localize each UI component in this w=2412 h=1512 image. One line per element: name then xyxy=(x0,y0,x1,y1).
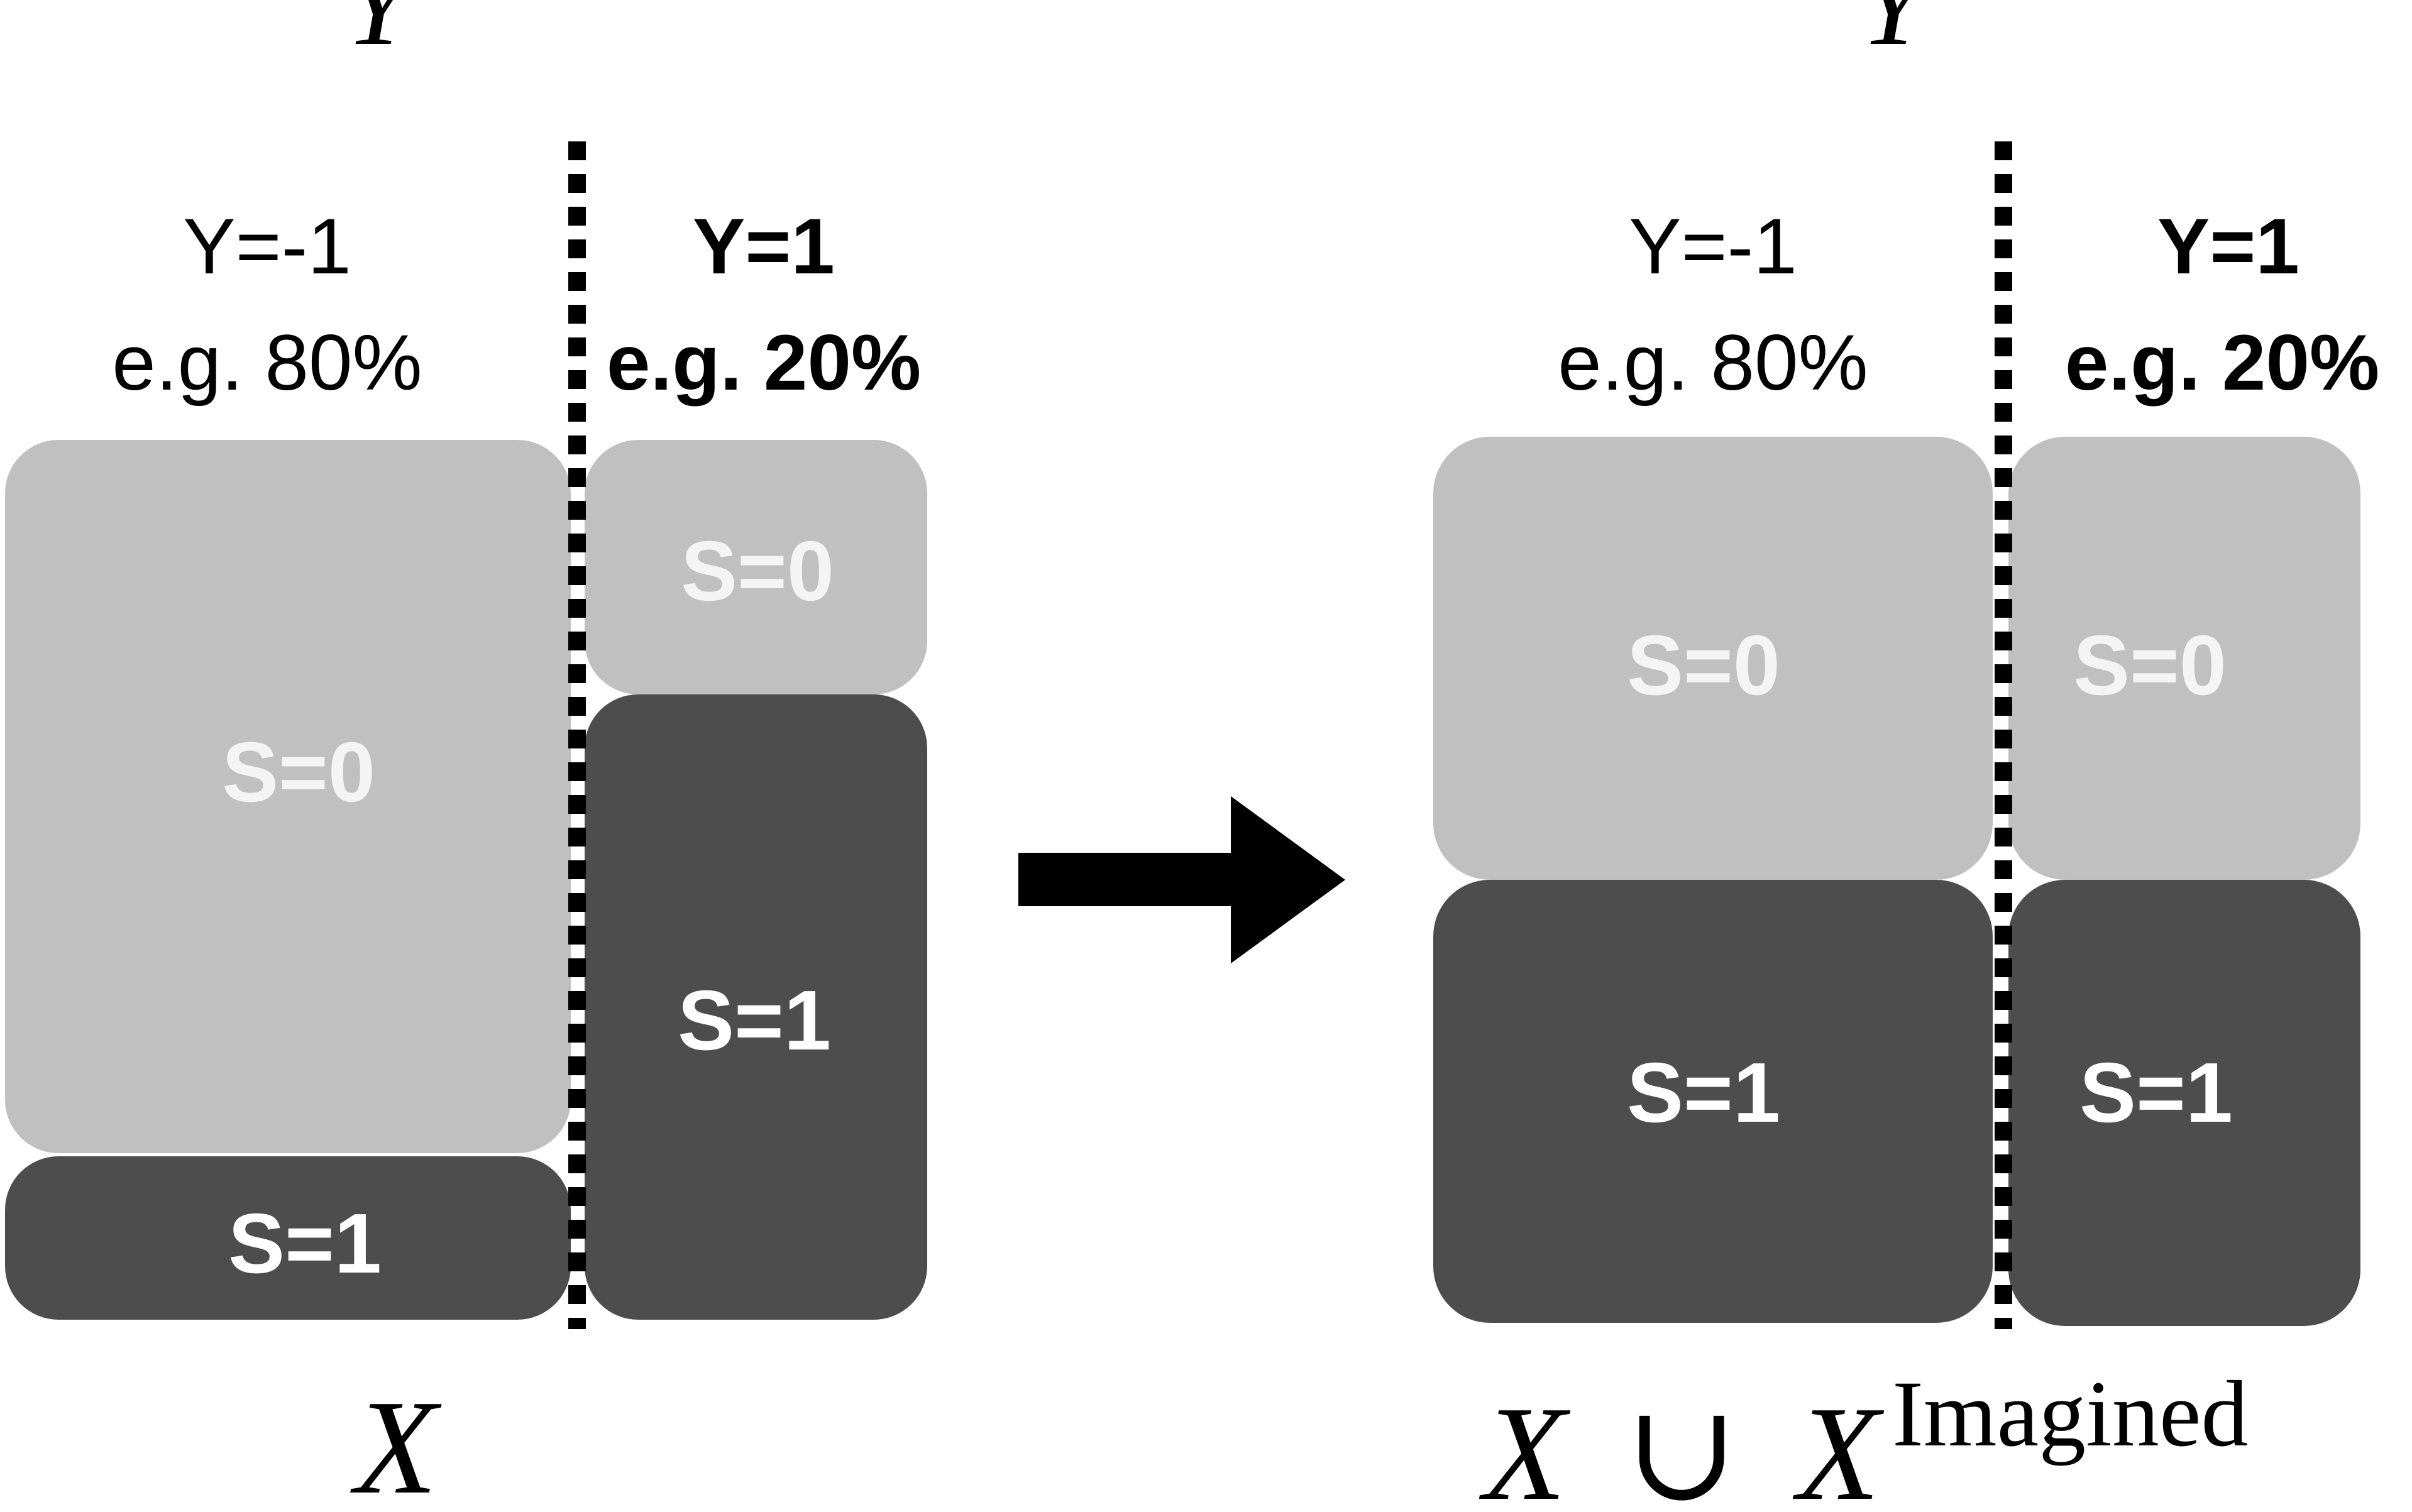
imagined-superscript: Imagined xyxy=(1892,1362,2248,1466)
right-neg-s1-box xyxy=(1433,880,1993,1323)
right-panel: Y Y=-1 e.g. 80% Y=1 e.g. 20% S=0 S=1 S=0… xyxy=(1433,0,2379,1512)
right-neg-class-title: Y=-1 xyxy=(1629,203,1797,290)
right-x-union-formula: X ∪ X xyxy=(1479,1378,1885,1512)
union-symbol: ∪ xyxy=(1625,1378,1738,1512)
right-arrow-icon xyxy=(1018,796,1345,963)
right-neg-s0-label: S=0 xyxy=(1627,618,1780,713)
right-y-axis-symbol: Y xyxy=(1860,0,1936,70)
left-neg-s0-box xyxy=(5,440,571,1153)
left-x-axis-symbol: X xyxy=(350,1372,442,1512)
right-pos-s0-label: S=0 xyxy=(2073,618,2227,713)
right-pos-s1-label: S=1 xyxy=(2079,1045,2233,1140)
right-pos-s0-box xyxy=(2008,437,2360,880)
left-neg-class-title: Y=-1 xyxy=(183,203,351,290)
right-neg-s1-label: S=1 xyxy=(1627,1045,1780,1140)
left-pos-s1-box xyxy=(585,694,927,1320)
right-x-symbol: X xyxy=(1479,1378,1571,1512)
right-x2-symbol: X xyxy=(1792,1378,1885,1512)
left-y-axis-symbol: Y xyxy=(345,0,421,70)
right-pos-class-title: Y=1 xyxy=(2157,203,2299,290)
left-pos-class-share: e.g. 20% xyxy=(607,319,921,407)
right-neg-s0-box xyxy=(1433,437,1993,880)
left-pos-s0-box xyxy=(585,440,927,694)
right-neg-class-share: e.g. 80% xyxy=(1558,319,1868,407)
left-neg-s0-label: S=0 xyxy=(222,725,375,819)
left-neg-s1-box xyxy=(5,1156,571,1320)
right-pos-s1-box xyxy=(2008,880,2360,1326)
left-neg-class-share: e.g. 80% xyxy=(112,319,422,407)
arrow-head xyxy=(1231,796,1345,963)
left-panel: Y Y=-1 e.g. 80% Y=1 e.g. 20% S=0 S=1 S=0… xyxy=(5,0,927,1512)
left-neg-s1-label: S=1 xyxy=(228,1196,382,1291)
left-pos-class-title: Y=1 xyxy=(693,203,835,290)
left-pos-s1-label: S=1 xyxy=(678,973,831,1068)
arrow-shaft xyxy=(1018,853,1235,906)
left-pos-s0-label: S=0 xyxy=(681,523,834,618)
right-pos-class-share: e.g. 20% xyxy=(2065,319,2379,407)
